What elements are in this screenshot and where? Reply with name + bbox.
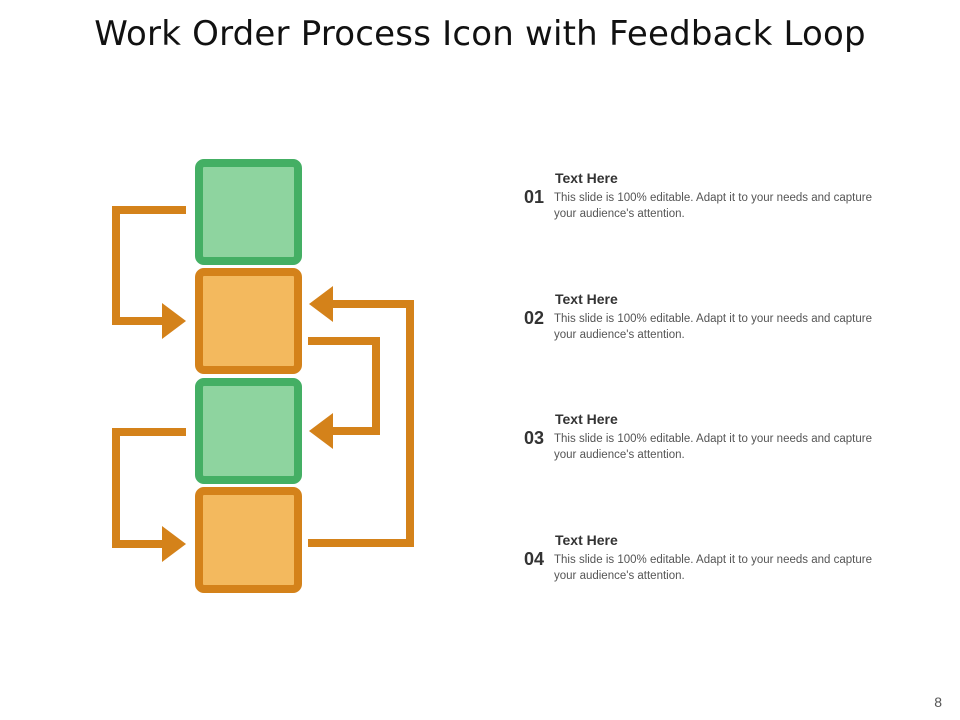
item-heading: Text Here — [555, 411, 618, 427]
item-heading: Text Here — [555, 170, 618, 186]
list-item: 03 Text Here This slide is 100% editable… — [520, 407, 880, 477]
item-heading: Text Here — [555, 532, 618, 548]
arrowhead-4-to-2 — [309, 286, 333, 322]
process-block-2 — [195, 268, 302, 374]
feedback-arrow-2-to-3 — [308, 337, 380, 435]
list-item: 04 Text Here This slide is 100% editable… — [520, 528, 880, 598]
list-item: 01 Text Here This slide is 100% editable… — [520, 166, 880, 236]
feedback-arrow-3-to-4 — [112, 428, 186, 548]
item-number: 01 — [524, 187, 545, 207]
item-number: 02 — [524, 308, 545, 328]
list-item: 02 Text Here This slide is 100% editable… — [520, 287, 880, 357]
process-block-4 — [195, 487, 302, 593]
item-body: This slide is 100% editable. Adapt it to… — [554, 192, 872, 220]
page-number: 8 — [934, 694, 942, 710]
item-number: 04 — [524, 549, 545, 569]
arrowhead-1-to-2 — [162, 303, 186, 339]
item-body: This slide is 100% editable. Adapt it to… — [554, 313, 872, 341]
item-number: 03 — [524, 428, 545, 448]
item-body: This slide is 100% editable. Adapt it to… — [554, 433, 872, 461]
feedback-arrow-1-to-2 — [112, 206, 186, 325]
page-title: Work Order Process Icon with Feedback Lo… — [94, 14, 866, 54]
item-heading: Text Here — [555, 291, 618, 307]
process-block-1 — [195, 159, 302, 265]
process-block-3 — [195, 378, 302, 484]
feedback-arrow-4-to-2 — [308, 300, 414, 547]
arrowhead-3-to-4 — [162, 526, 186, 562]
arrowhead-2-to-3 — [309, 413, 333, 449]
item-body: This slide is 100% editable. Adapt it to… — [554, 554, 872, 582]
